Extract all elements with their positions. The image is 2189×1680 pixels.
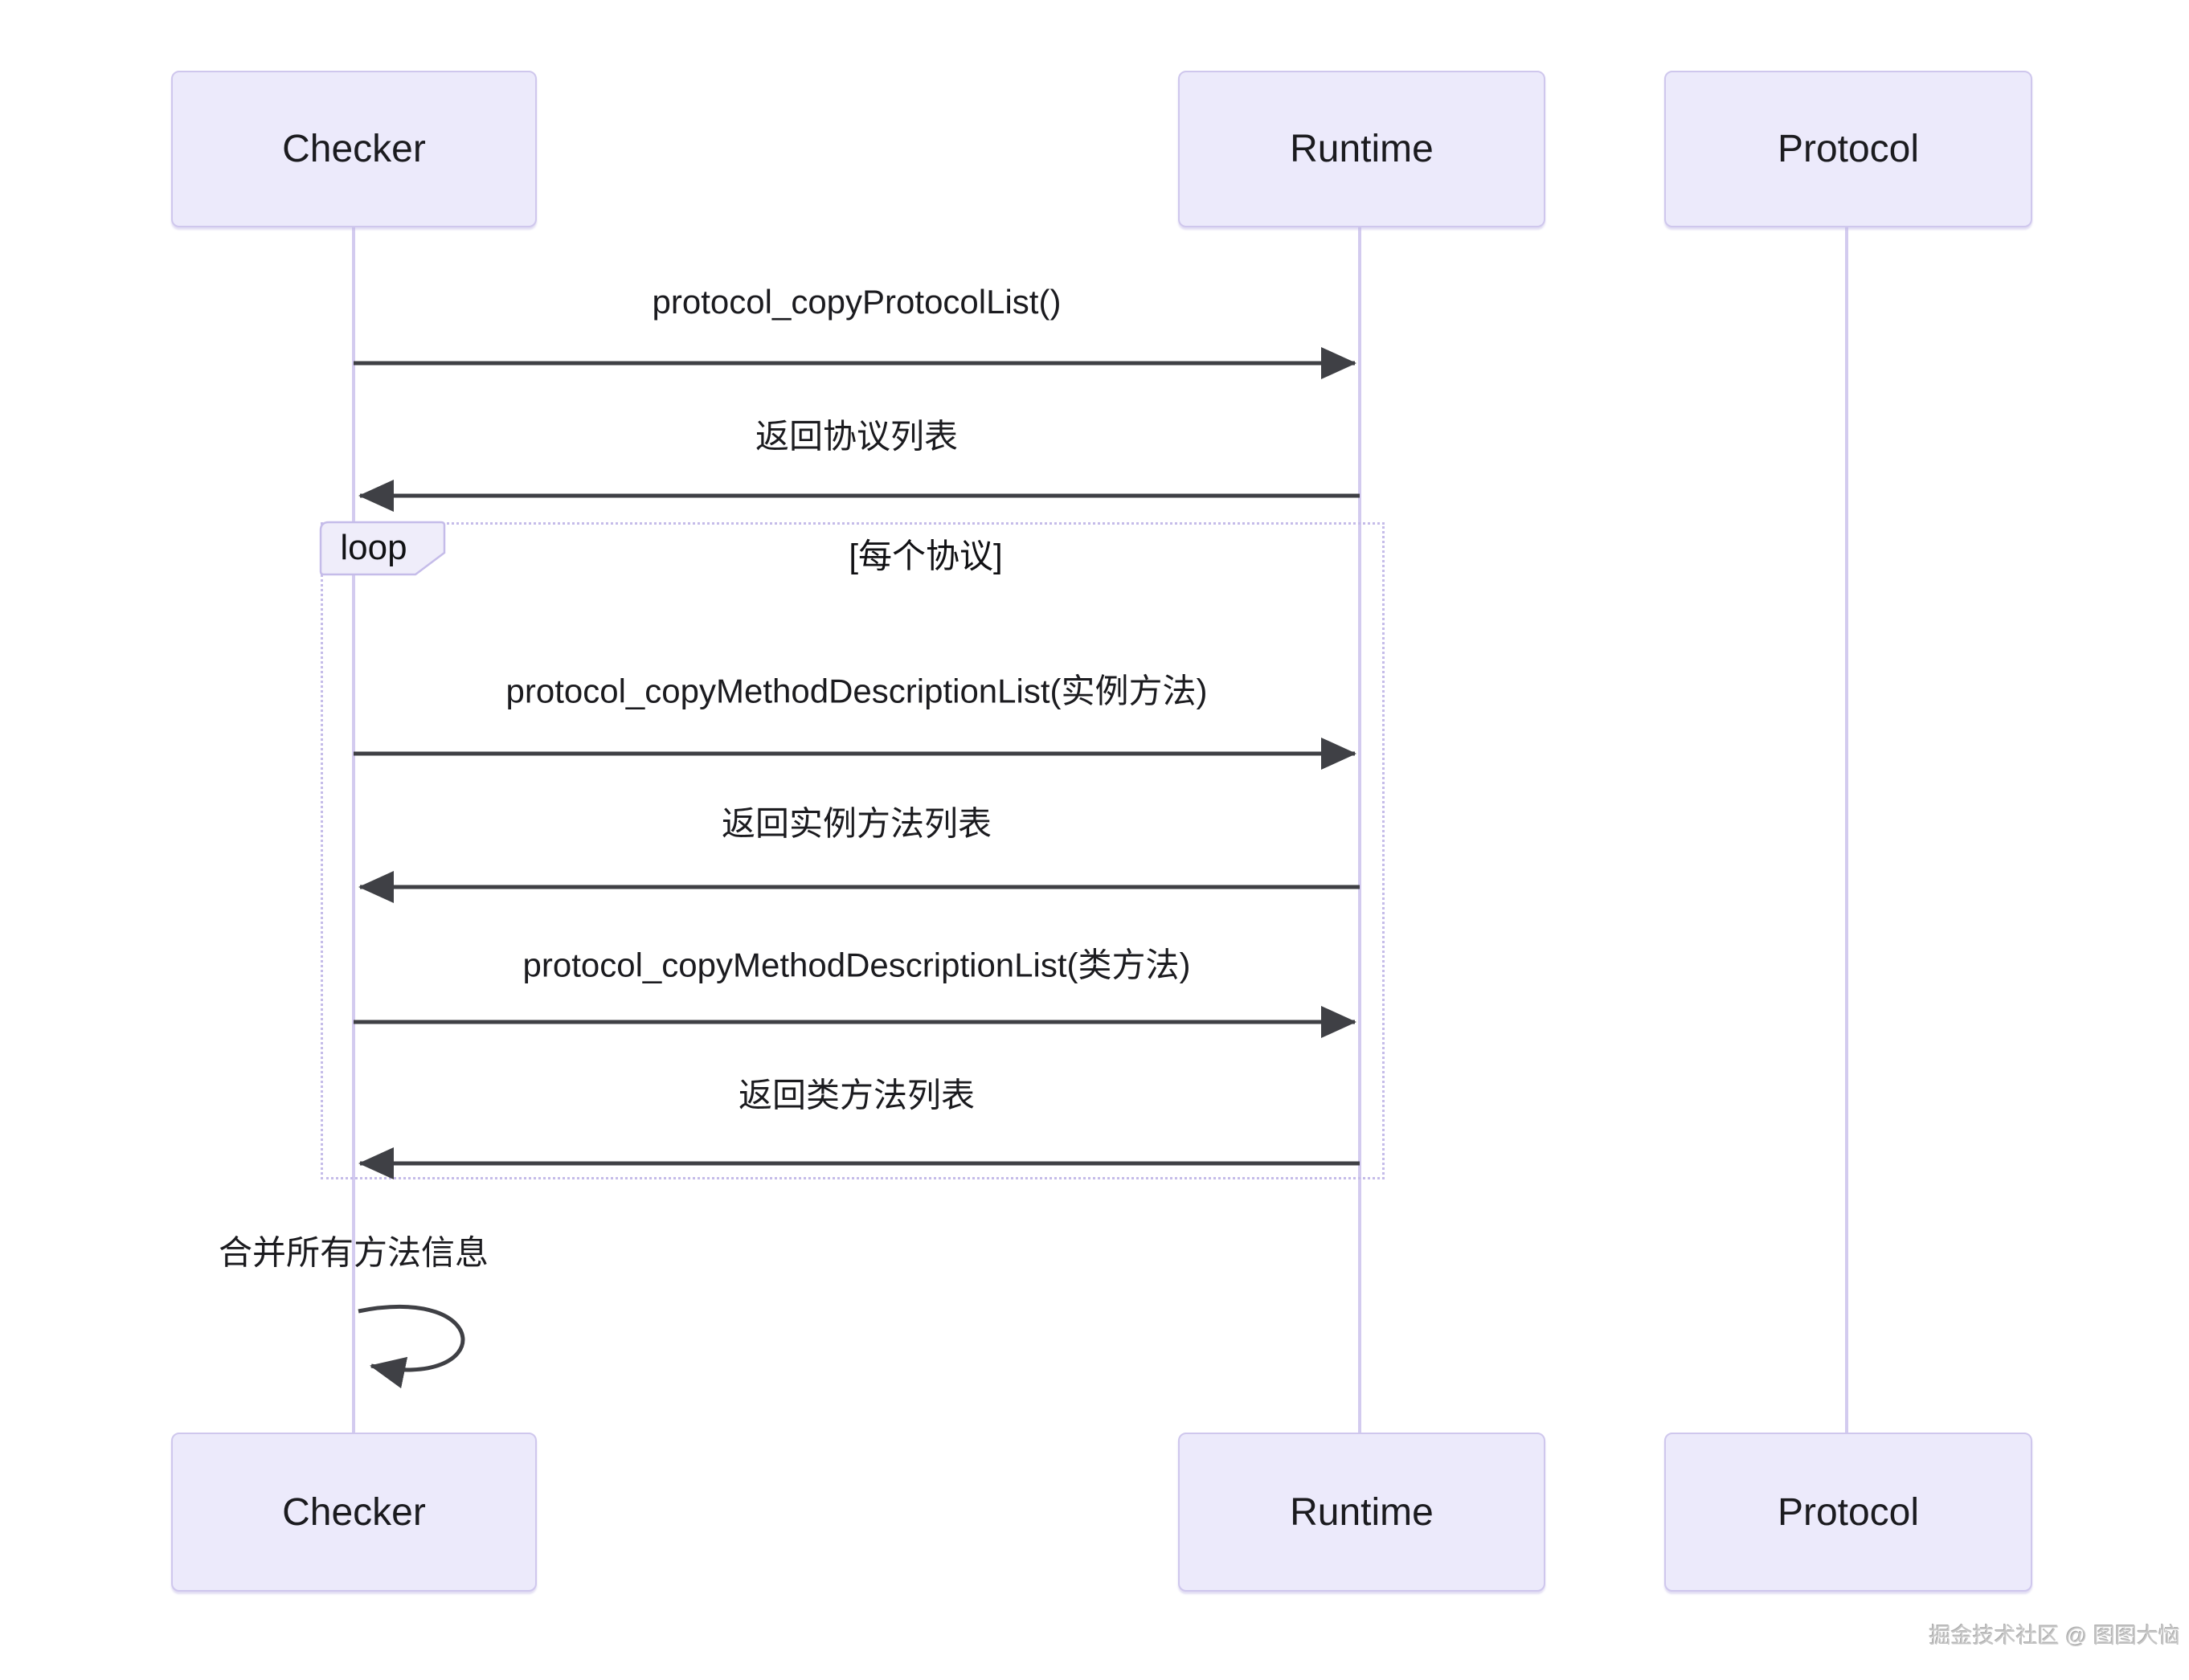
participant-runtime-bottom: Runtime — [1178, 1433, 1545, 1592]
participant-checker-bottom: Checker — [171, 1433, 537, 1592]
participant-protocol-bottom-label: Protocol — [1777, 1490, 1920, 1534]
participant-runtime-top-label: Runtime — [1290, 128, 1434, 170]
lifeline-runtime — [1358, 227, 1361, 1433]
message-return-protocol-list: 返回协议列表 — [755, 417, 959, 456]
loop-keyword-label: loop — [340, 528, 407, 567]
participant-checker-top-label: Checker — [282, 128, 426, 170]
loop-tab-shape — [319, 521, 446, 576]
participant-checker-bottom-label: Checker — [282, 1490, 426, 1534]
lifeline-checker — [352, 227, 355, 1433]
self-loop-arrow — [358, 1305, 465, 1389]
message-call-protocol-list: protocol_copyProtocolList() — [652, 283, 1062, 321]
message-self-merge: 合并所有方法信息 — [218, 1233, 489, 1272]
participant-protocol-top-label: Protocol — [1777, 128, 1920, 170]
participant-protocol-bottom: Protocol — [1664, 1433, 2032, 1592]
participant-checker-top: Checker — [171, 71, 537, 227]
loop-frame — [321, 522, 1385, 1179]
message-call-class-methods: protocol_copyMethodDescriptionList(类方法) — [522, 946, 1191, 984]
watermark-text: 掘金技术社区 @ 图图大恼 — [1929, 1624, 2180, 1648]
loop-condition-label: [每个协议] — [849, 537, 1003, 575]
lifeline-protocol — [1845, 227, 1848, 1433]
message-call-instance-methods: protocol_copyMethodDescriptionList(实例方法) — [505, 672, 1208, 710]
message-return-instance-methods: 返回实例方法列表 — [721, 804, 992, 843]
message-return-class-methods: 返回类方法列表 — [738, 1076, 976, 1114]
participant-protocol-top: Protocol — [1664, 71, 2032, 227]
participant-runtime-top: Runtime — [1178, 71, 1545, 227]
participant-runtime-bottom-label: Runtime — [1290, 1490, 1434, 1534]
